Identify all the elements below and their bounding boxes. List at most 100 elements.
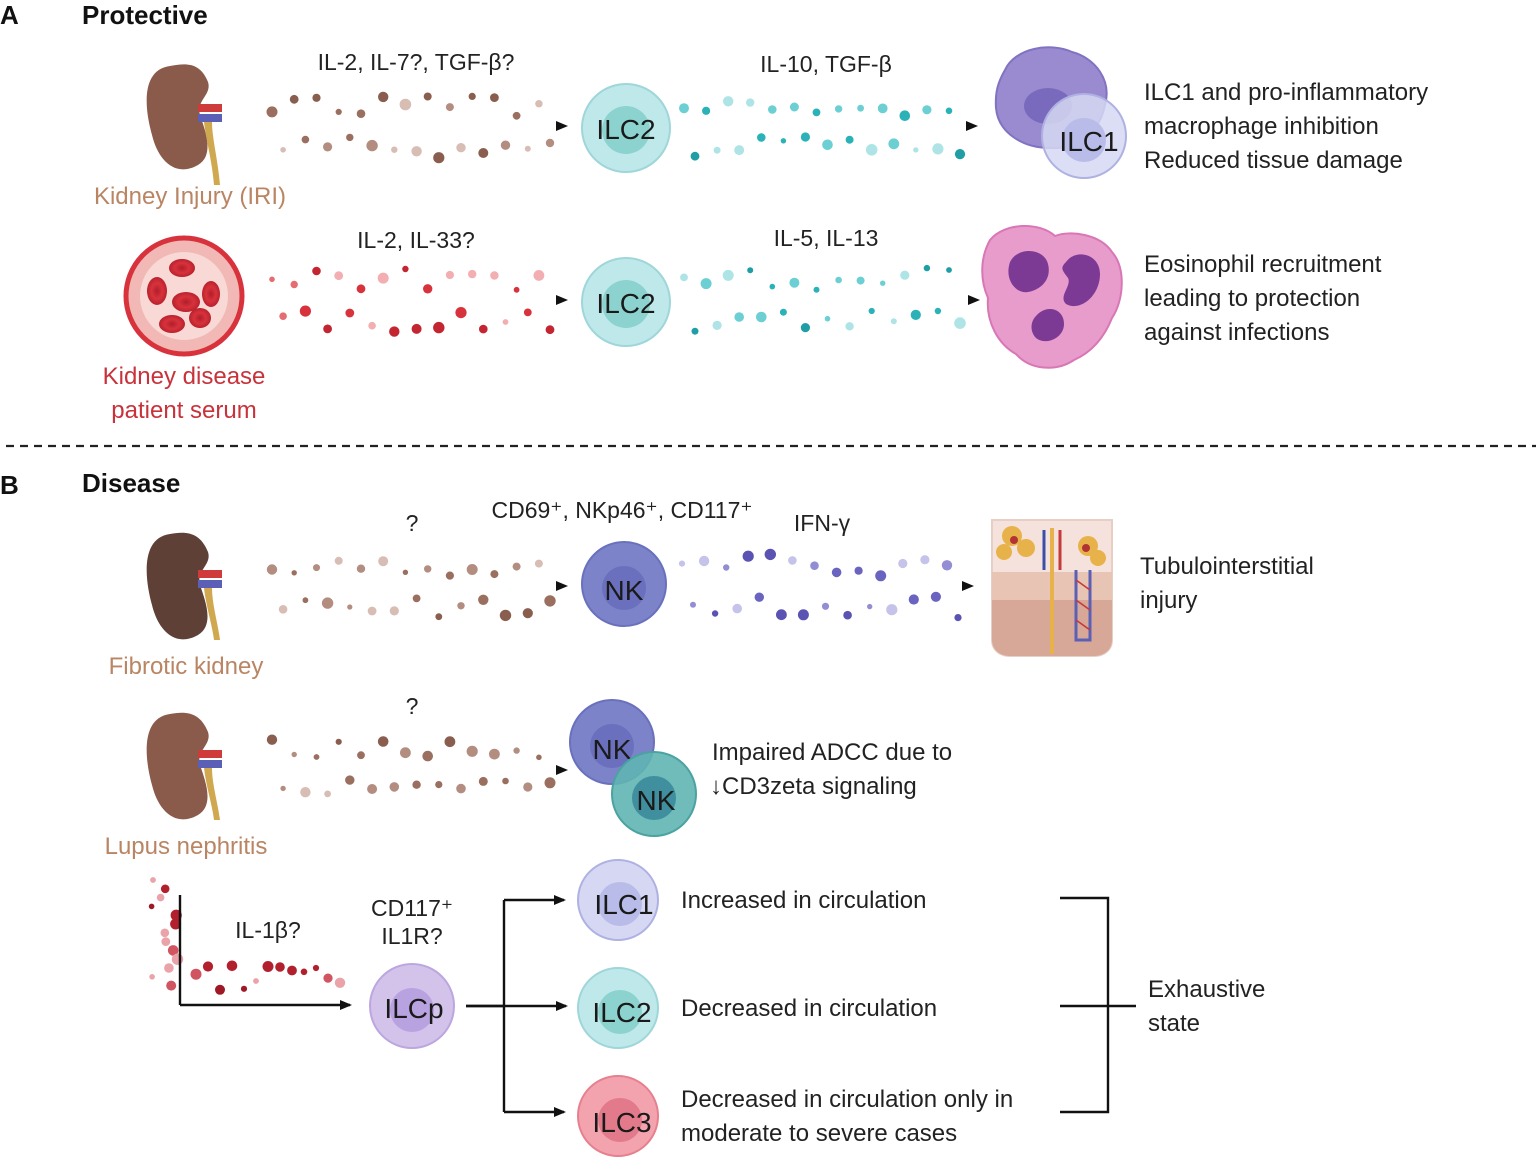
cytokine-dot [923, 264, 931, 272]
cytokine-dot [302, 597, 309, 604]
b2-input-cytokine-dots [266, 734, 556, 798]
cytokine-dot [534, 559, 543, 568]
cytokine-dot [722, 269, 734, 281]
a2-ilc2-nucleus [602, 280, 650, 328]
cytokine-dot [691, 327, 699, 335]
lupus-kidney-icon [146, 712, 222, 820]
cytokine-dot [723, 96, 734, 107]
b2-nk-label-a: NK [593, 734, 632, 765]
cytokine-dot [732, 603, 742, 614]
cytokine-dot [226, 960, 238, 972]
cytokine-dot [723, 564, 730, 571]
cytokine-dot [523, 308, 532, 317]
cytokine-dot [478, 776, 488, 786]
cytokine-dot [712, 320, 722, 330]
cytokine-dot [399, 98, 412, 111]
cytokine-dot [334, 977, 346, 988]
cytokine-dot [299, 305, 311, 317]
b3-ilc2-label: ILC2 [592, 997, 651, 1028]
b2-input-cytokines: ? [406, 693, 419, 719]
cytokine-dot [536, 754, 542, 761]
a1-input-cytokines: IL-2, IL-7?, TGF-β? [318, 49, 515, 75]
kidney-tissue-section-icon [991, 519, 1113, 657]
cytokine-dot [764, 548, 776, 561]
cytokine-dot [797, 609, 809, 621]
a2-output-cytokines: IL-5, IL-13 [774, 225, 879, 251]
cytokine-dot [278, 605, 288, 614]
a1-input-cytokine-dots [266, 91, 555, 164]
cytokine-dot [156, 893, 165, 902]
cytokine-dot [490, 271, 499, 280]
cytokine-dot [522, 608, 533, 619]
eosinophil-icon [981, 224, 1123, 369]
cytokine-dot [890, 318, 897, 325]
panel-a-title: Protective [82, 0, 208, 30]
cytokine-dot [266, 734, 278, 745]
cytokine-dot [291, 751, 297, 758]
a1-outcome-line-2: macrophage inhibition [1144, 113, 1379, 140]
cytokine-dot [954, 614, 962, 622]
cytokine-dot [845, 135, 854, 144]
cytokine-dot [812, 108, 821, 117]
b3-marker-line-2: IL1R? [381, 923, 442, 949]
summary-line-1: Exhaustive [1148, 976, 1265, 1003]
cytokine-dot [312, 266, 321, 276]
cytokine-dot [544, 777, 556, 789]
cytokine-dot [391, 146, 398, 153]
kidney-disease-label-line-2: patient serum [111, 397, 256, 424]
cytokine-dot [768, 105, 777, 114]
b2-outcome-line-1: Impaired ADCC due to [712, 739, 952, 766]
kidney-injury-label: Kidney Injury (IRI) [94, 183, 286, 210]
b1-input-cytokine-dots [266, 556, 556, 622]
cytokine-dot [513, 747, 520, 754]
kidney-icon [146, 64, 222, 185]
cytokine-dot [479, 324, 488, 334]
cytokine-dot [389, 326, 400, 337]
cytokine-dot [402, 265, 409, 273]
b3-ilc1-nucleus [598, 882, 642, 926]
cytokine-dot [435, 613, 443, 621]
cytokine-dot [478, 594, 489, 605]
cytokine-dot [711, 610, 719, 617]
b1-output-cytokines: IFN-γ [794, 510, 851, 536]
cytokine-dot [335, 108, 342, 115]
cytokine-dot [824, 315, 831, 322]
a1-ilc1-label: ILC1 [1059, 126, 1118, 157]
cytokine-dot [880, 280, 886, 286]
cytokine-dot [291, 570, 297, 576]
cytokine-dot [941, 560, 953, 571]
cytokine-dot [378, 556, 389, 567]
panel-a-letter: A [0, 0, 19, 30]
cytokine-dot [423, 92, 432, 101]
cytokine-dot [747, 267, 754, 274]
blood-vessel-icon [123, 235, 245, 357]
cytokine-dot [149, 974, 155, 980]
cytokine-dot [908, 594, 919, 605]
cytokine-dot [347, 604, 353, 610]
cytokine-dot [702, 106, 711, 115]
cytokine-dot [346, 133, 354, 142]
cytokine-dot [402, 569, 409, 575]
cytokine-dot [377, 736, 389, 747]
cytokine-dot [323, 973, 333, 983]
ilcp-nucleus [390, 988, 434, 1032]
cytokine-dot [334, 556, 343, 565]
cytokine-dot [788, 556, 797, 565]
cytokine-dot [262, 961, 274, 972]
cytokine-dot [680, 273, 688, 282]
cytokine-dot [900, 270, 910, 280]
b3-marker-line-1: CD117⁺ [371, 895, 453, 921]
cytokine-dot [301, 135, 310, 144]
cytokine-dot [289, 94, 299, 104]
cytokine-dot [831, 567, 842, 578]
b2-nk-nucleus-a [590, 724, 634, 768]
cytokine-dot [202, 961, 214, 972]
cytokine-dot [512, 111, 521, 120]
cytokine-dot [389, 606, 399, 616]
cytokine-dot [300, 968, 308, 976]
a2-input-cytokines: IL-2, IL-33? [357, 227, 475, 253]
cytokine-dot [524, 145, 531, 152]
cytokine-dot [167, 945, 179, 956]
cytokine-dot [445, 270, 454, 280]
cytokine-dot [466, 564, 478, 575]
